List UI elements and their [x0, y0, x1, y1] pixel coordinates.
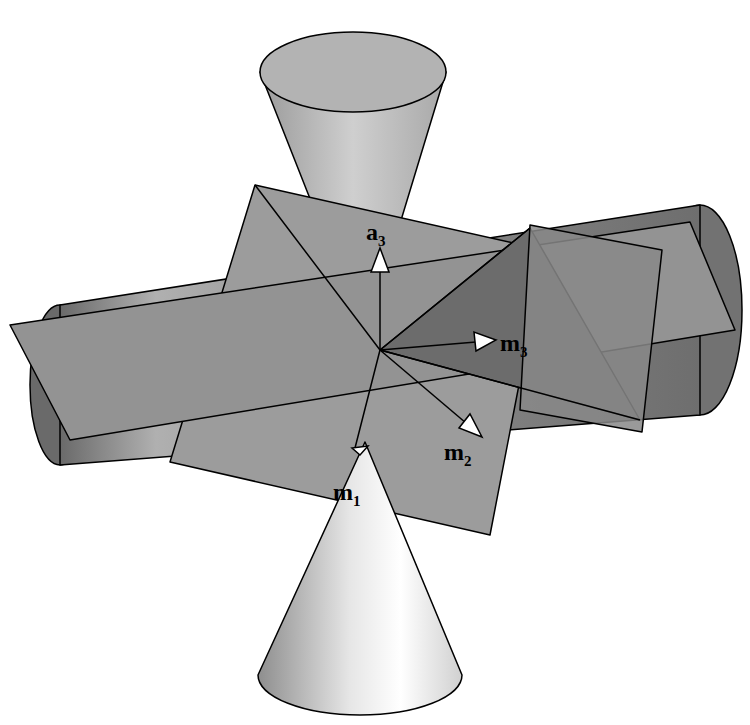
vector-letter: m — [444, 439, 464, 465]
vector-label: a3 — [366, 220, 386, 244]
vector-letter: m — [500, 330, 520, 356]
vector-label: m1 — [333, 480, 361, 504]
vector-label: m2 — [444, 440, 472, 464]
vector-index: 3 — [520, 344, 528, 360]
vector-letter: m — [333, 479, 353, 505]
vector-letter: a — [366, 219, 378, 245]
vector-index: 2 — [464, 453, 472, 469]
vector-index: 3 — [378, 233, 386, 249]
vector-label: m3 — [500, 331, 528, 355]
vector-index: 1 — [353, 493, 361, 509]
